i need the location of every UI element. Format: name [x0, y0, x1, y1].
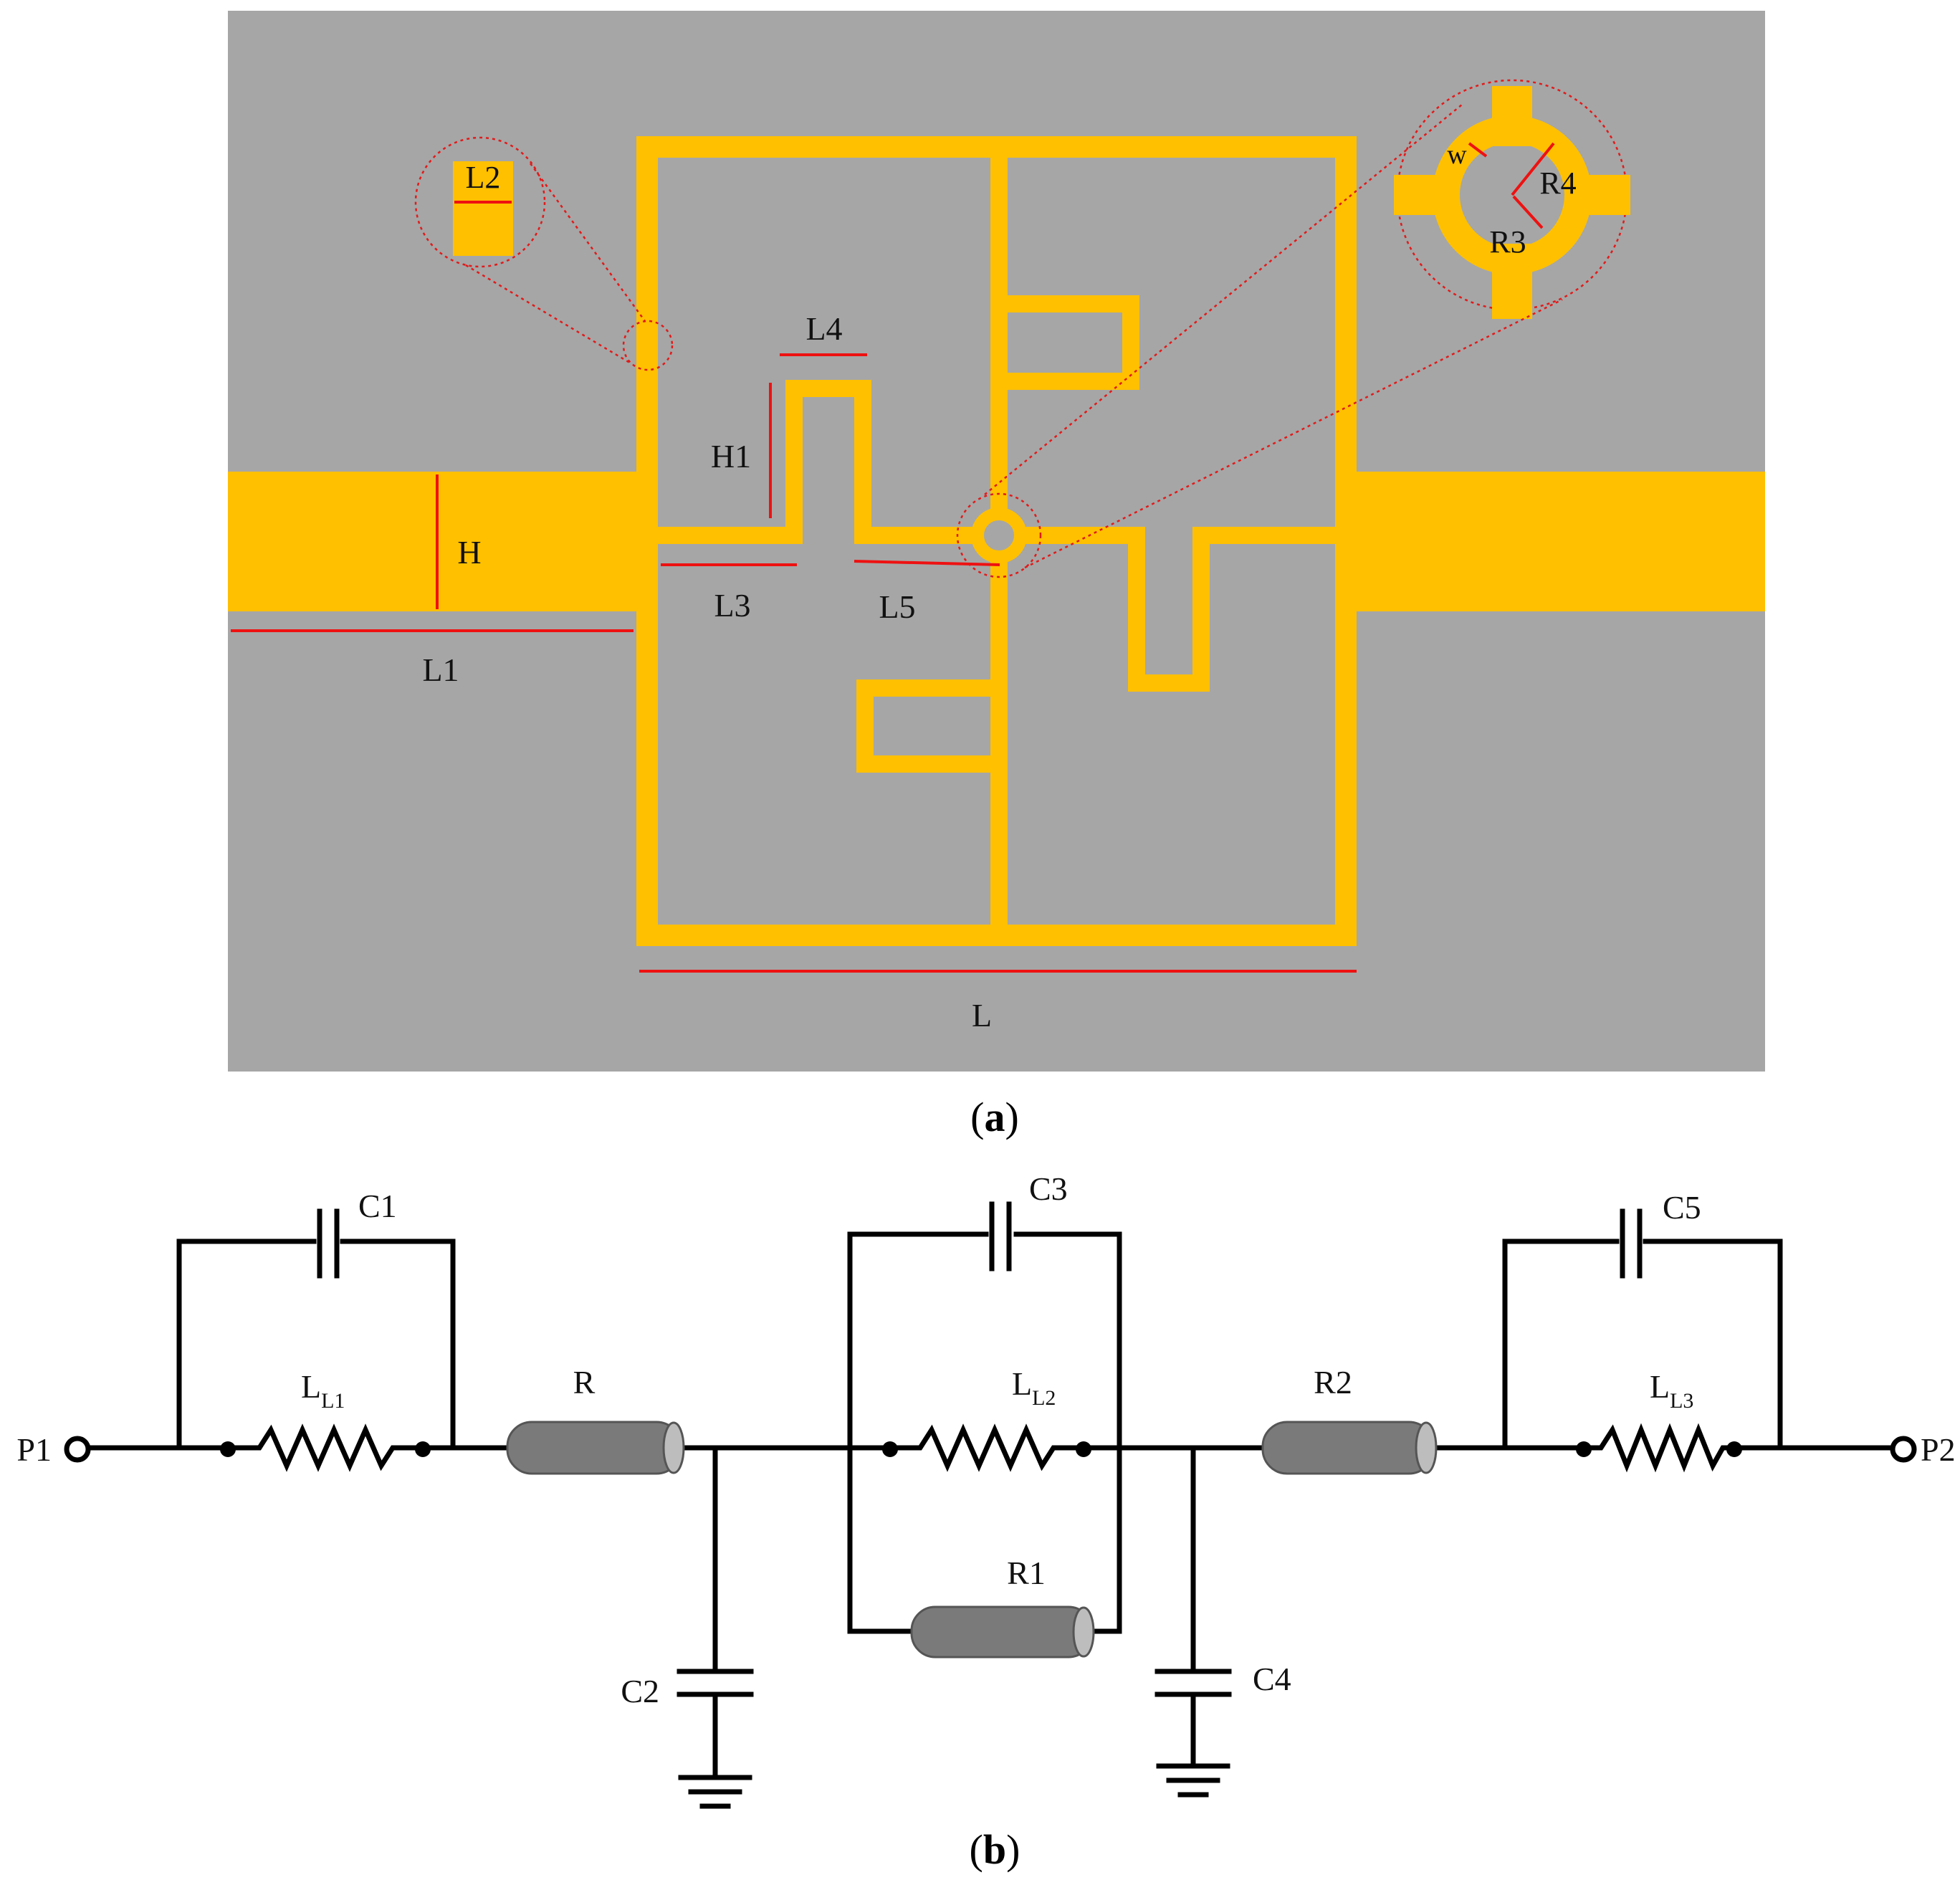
inductor-ll2 [887, 1423, 1086, 1472]
block-c3-ll2-r1 [847, 1201, 1122, 1659]
label-c2: C2 [621, 1673, 659, 1709]
label-p2: P2 [1921, 1431, 1956, 1468]
label-ll3: LL3 [1650, 1368, 1693, 1413]
block-c1-ll1 [176, 1208, 456, 1472]
block-c5-ll3 [1502, 1208, 1783, 1473]
label-c1: C1 [358, 1188, 397, 1224]
center-ring [971, 507, 1027, 563]
shunt-c2 [677, 1445, 754, 1809]
zoom-ring [956, 79, 1630, 578]
label-r4: R4 [1539, 166, 1576, 201]
label-l4: L4 [805, 310, 842, 347]
input-feed-line [228, 472, 639, 611]
label-w: w [1447, 140, 1467, 170]
caption-b: (b) [970, 1826, 1020, 1873]
resistor-r2 [1261, 1421, 1438, 1475]
panel-a-layout: L1 H L L3 L5 L4 H1 L2 w R4 R3 [228, 11, 1765, 1072]
caption-a: (a) [970, 1094, 1019, 1140]
port-p1 [64, 1436, 91, 1463]
label-l5: L5 [879, 588, 915, 625]
center-line-left [658, 380, 976, 544]
center-divider [990, 158, 1008, 925]
resistor-r2-cap [1415, 1421, 1438, 1474]
label-c5: C5 [1663, 1189, 1701, 1226]
label-r2: R2 [1314, 1364, 1352, 1400]
output-feed-line [1354, 472, 1765, 611]
zoom-l2 [414, 136, 674, 371]
label-l2: L2 [466, 160, 501, 195]
resistor-r1 [910, 1605, 1094, 1659]
dimension-arrows [231, 142, 1555, 973]
port-p2 [1890, 1436, 1917, 1463]
label-h1: H1 [711, 438, 751, 474]
label-c4: C4 [1253, 1661, 1291, 1697]
label-l3: L3 [714, 587, 750, 624]
resistor-r2-body [1261, 1421, 1435, 1475]
label-r1: R1 [1007, 1555, 1046, 1591]
label-r3: R3 [1489, 224, 1526, 259]
inductor-ll1 [225, 1423, 426, 1472]
label-l1: L1 [422, 652, 459, 688]
panel-b-circuit: P1 P2 [16, 1170, 1956, 1809]
lower-meander-stub [856, 679, 1008, 773]
label-p1: P1 [16, 1431, 52, 1468]
center-line-right [1022, 527, 1335, 692]
resistor-r [506, 1421, 685, 1475]
label-c3: C3 [1029, 1170, 1068, 1207]
label-ll1: LL1 [301, 1368, 345, 1413]
label-l: L [972, 997, 992, 1034]
inductor-ll3 [1581, 1423, 1737, 1473]
label-h: H [457, 534, 481, 571]
shunt-c4 [1155, 1445, 1232, 1798]
label-r: R [573, 1364, 596, 1400]
upper-meander-stub [990, 295, 1139, 390]
resistor-r1-cap [1072, 1606, 1095, 1658]
label-ll2: LL2 [1012, 1365, 1056, 1410]
outer-ring [636, 136, 1357, 946]
